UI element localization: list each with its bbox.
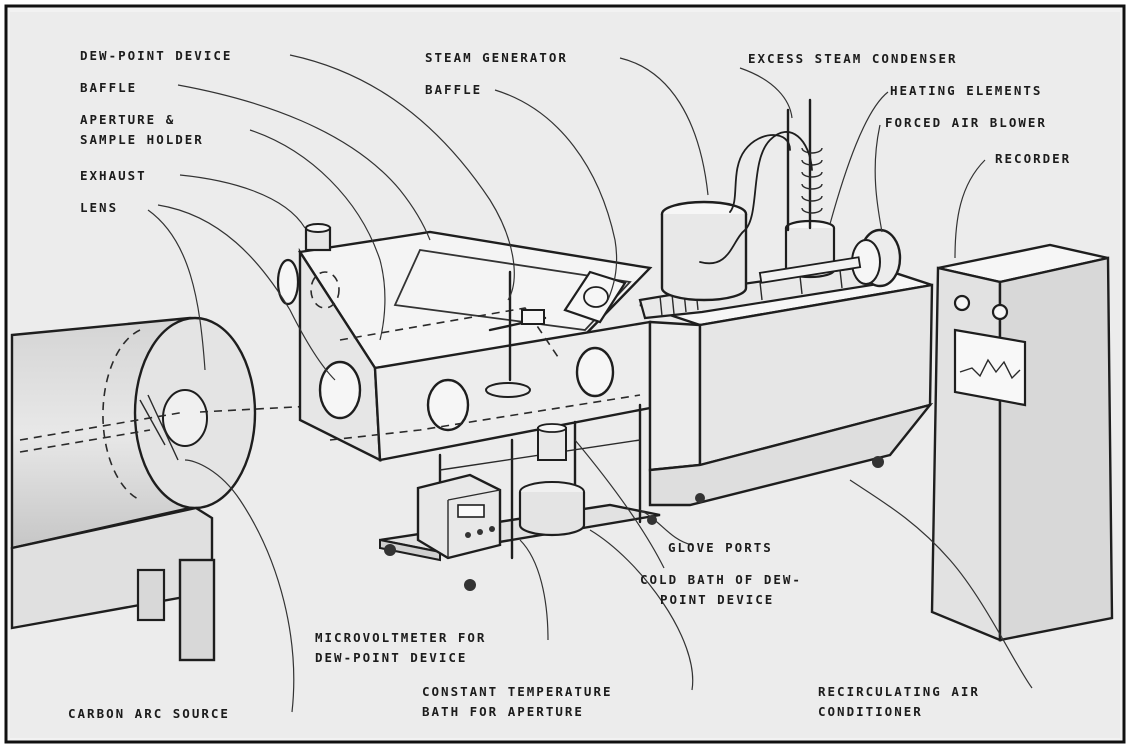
label-recorder: RECORDER [995,151,1071,166]
label-carbon-arc-source: CARBON ARC SOURCE [68,706,230,721]
label-aperture-line1: APERTURE & [80,112,175,127]
glove-port-front [426,378,470,432]
label-cold-bath-line2: POINT DEVICE [660,592,774,607]
label-excess-steam-condenser: EXCESS STEAM CONDENSER [748,51,958,66]
label-microvoltmeter-line2: DEW-POINT DEVICE [315,650,467,665]
label-baffle-center: BAFFLE [425,82,482,97]
heating-element-rod [758,256,862,284]
arc-table-leg-front [178,558,216,662]
labels: DEW-POINT DEVICE BAFFLE APERTURE & SAMPL… [68,48,1071,721]
label-recirculating-line1: RECIRCULATING AIR [818,684,980,699]
leader-lines [147,54,1033,713]
recorder-side [998,256,1114,642]
label-baffle-left: BAFFLE [80,80,137,95]
label-constant-temp-line1: CONSTANT TEMPERATURE [422,684,613,699]
baffle-plate [563,270,627,324]
label-aperture-line2: SAMPLE HOLDER [80,132,204,147]
recorder-chart-window [953,328,1027,407]
label-heating-elements: HEATING ELEMENTS [890,83,1042,98]
arc-table-leg-back [136,568,166,622]
glove-port-right [575,346,615,398]
glove-port-left [318,360,362,420]
ac-front [648,320,702,472]
constant-temperature-bath [518,492,586,537]
label-microvoltmeter-line1: MICROVOLTMETER FOR [315,630,486,645]
arc-lens-port [162,389,208,447]
steam-generator [660,214,748,302]
label-cold-bath-line1: COLD BATH OF DEW- [640,572,802,587]
label-steam-generator: STEAM GENERATOR [425,50,568,65]
support-cart [379,403,661,591]
label-forced-air-blower: FORCED AIR BLOWER [885,115,1047,130]
label-lens: LENS [80,200,118,215]
label-recirculating-line2: CONDITIONER [818,704,923,719]
glove-box-chamber [276,223,653,462]
recorder-cabinet [930,243,1114,642]
label-dew-point-device: DEW-POINT DEVICE [80,48,232,63]
recorder-front [930,266,1002,642]
label-constant-temp-line2: BATH FOR APERTURE [422,704,584,719]
recorder-knob-left [953,294,971,312]
label-glove-ports: GLOVE PORTS [668,540,773,555]
air-conditioner-unit [638,98,934,507]
label-exhaust: EXHAUST [80,168,147,183]
side-port [276,258,300,306]
recorder-knob-right [991,303,1009,321]
ac-base [648,402,934,507]
carbon-arc-source [10,316,257,662]
